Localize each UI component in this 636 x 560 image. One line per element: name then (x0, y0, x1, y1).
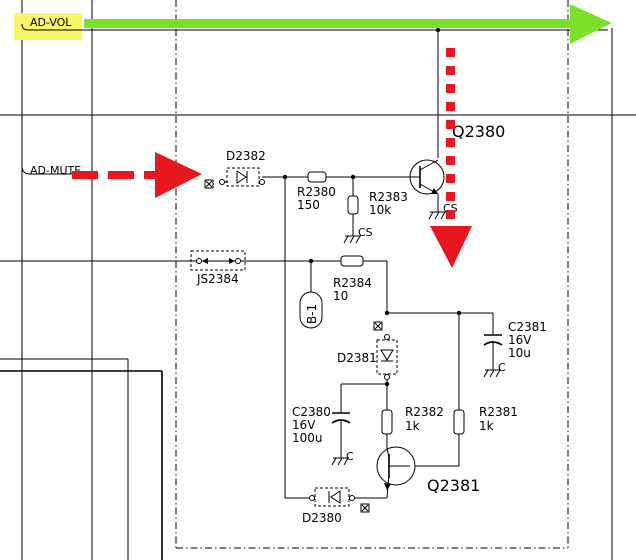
d2380-ref: D2380 (302, 511, 342, 525)
c2380-voltage: 16V (292, 418, 316, 432)
r2382-body (381, 409, 393, 435)
r2380-value: 150 (297, 198, 320, 212)
c2380-value: 100u (292, 431, 323, 445)
green-arrow (84, 4, 612, 44)
c2381-value: 10u (508, 346, 531, 360)
b1-label: B-1 (305, 304, 319, 324)
r2383-value: 10k (369, 203, 391, 217)
c2381-ground-label: C (498, 361, 506, 374)
d2381-branch: D2381 C C2380 16V 100u R2382 1k (292, 321, 444, 466)
js2384-net: JS2384 R2384 10 B-1 (0, 250, 388, 329)
q2381-ref: Q2381 (427, 476, 480, 495)
b1-connector (299, 291, 323, 329)
q2381: Q2381 (376, 446, 480, 499)
d2381-outline (376, 339, 398, 375)
d2382-outline (226, 167, 260, 187)
r2384-value: 10 (333, 289, 348, 303)
r2381-ref: R2381 (479, 405, 518, 419)
d2382-symbol (236, 170, 247, 184)
c2381-voltage: 16V (508, 333, 532, 347)
ad-mute-net: AD-MUTE D2382 R2380 150 R2383 10k CS (21, 149, 410, 244)
q2380: CS Q2380 (409, 122, 505, 220)
c2381-ref: C2381 (508, 320, 547, 334)
r2382-value: 1k (405, 419, 420, 433)
ad-mute-label: AD-MUTE (30, 164, 81, 177)
r2380-ref: R2380 (297, 185, 336, 199)
d2380: D2380 (285, 487, 387, 525)
q2380-ref: Q2380 (452, 122, 505, 141)
r2381-value: 1k (479, 419, 494, 433)
right-bus: C C2381 16V 10u R2381 1k (384, 310, 547, 467)
ad-vol-highlight (14, 13, 82, 40)
c2380-ref: C2380 (292, 405, 331, 419)
d2381-ref: D2381 (337, 351, 377, 365)
ad-vol-net: AD-VOL (14, 13, 608, 158)
r2382-ref: R2382 (405, 405, 444, 419)
c2380-ground-label: C (346, 450, 354, 463)
r2381-body (453, 409, 465, 435)
r2383-ref: R2383 (369, 190, 408, 204)
r2380-body (307, 171, 327, 183)
ad-vol-label: AD-VOL (30, 16, 72, 29)
r2384-ref: R2384 (333, 276, 372, 290)
r2384-body (340, 255, 364, 267)
red-dashed-arrow-vertical (430, 48, 472, 268)
r2383-body (347, 195, 359, 215)
red-dashed-arrow-horizontal (72, 152, 202, 198)
d2381-symbol (380, 349, 394, 361)
js2384-outline (190, 250, 246, 271)
js2384-ref: JS2384 (196, 272, 239, 286)
d2382-ref: D2382 (226, 149, 266, 163)
ground-cs-label: CS (358, 226, 373, 239)
d2380-outline (314, 487, 350, 507)
d2380-symbol (330, 490, 341, 504)
